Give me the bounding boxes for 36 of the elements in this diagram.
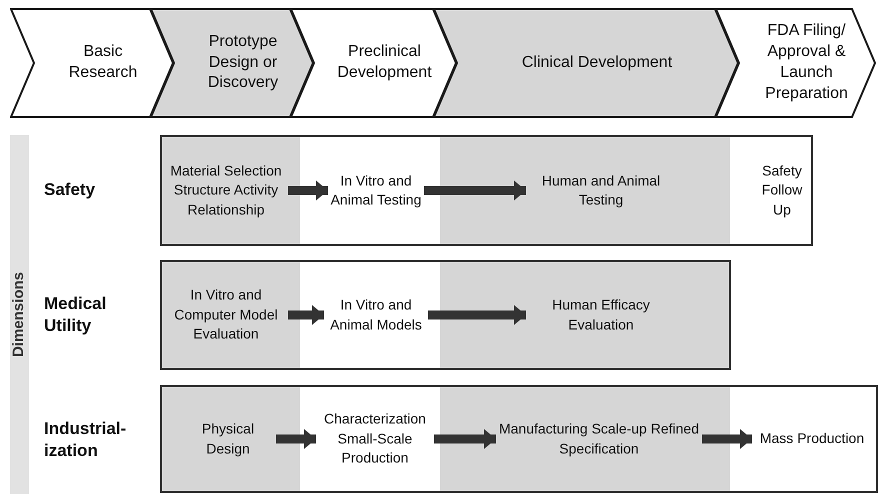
step-text: In Vitro and Animal Testing: [328, 170, 424, 210]
step-text: Material Selection Structure Activity Relationship: [164, 161, 288, 220]
phase-banner: [290, 8, 457, 118]
step-text: In Vitro and Computer Model Evaluation: [164, 286, 288, 344]
row-label: Medical Utility: [44, 292, 108, 337]
block-arrow: [428, 305, 526, 325]
step-text: In Vitro and Animal Models: [324, 295, 428, 335]
row-label: Safety: [44, 178, 96, 201]
step-text: Human Efficacy Evaluation: [526, 295, 676, 335]
phase-label: Basic Research: [68, 42, 138, 83]
phase-banner: [10, 8, 174, 118]
block-arrow: [288, 180, 328, 200]
phase-label: Clinical Development: [520, 52, 674, 73]
step-text: Characterization Small-Scale Production: [316, 410, 434, 468]
block-arrow: [702, 429, 752, 449]
step-text: Human and Animal Testing: [526, 170, 676, 210]
phase-label: FDA Filing/ Approval & Launch Preparation: [764, 21, 849, 104]
row-frame: [160, 260, 731, 370]
step-text: Safety Follow Up: [752, 161, 812, 220]
row-label: Industrial-ization: [44, 418, 128, 462]
block-arrow: [276, 429, 316, 449]
phase-banner: [715, 8, 876, 118]
phase-label: Preclinical Development: [336, 42, 433, 83]
block-arrow: [424, 180, 526, 200]
phase-label: Prototype Design or Discovery: [206, 32, 280, 94]
axis-label: Dimensions: [9, 272, 28, 358]
dimensions-band: [10, 135, 29, 494]
step-text: Mass Production: [752, 429, 872, 449]
step-text: Physical Design: [180, 419, 276, 459]
row-frame: [160, 385, 878, 493]
phase-banner: [433, 8, 739, 118]
block-arrow: [288, 305, 324, 325]
phase-banner: [150, 8, 314, 118]
row-frame: [160, 135, 813, 246]
block-arrow: [434, 429, 496, 449]
step-text: Manufacturing Scale-up Refined Specification: [496, 419, 702, 459]
